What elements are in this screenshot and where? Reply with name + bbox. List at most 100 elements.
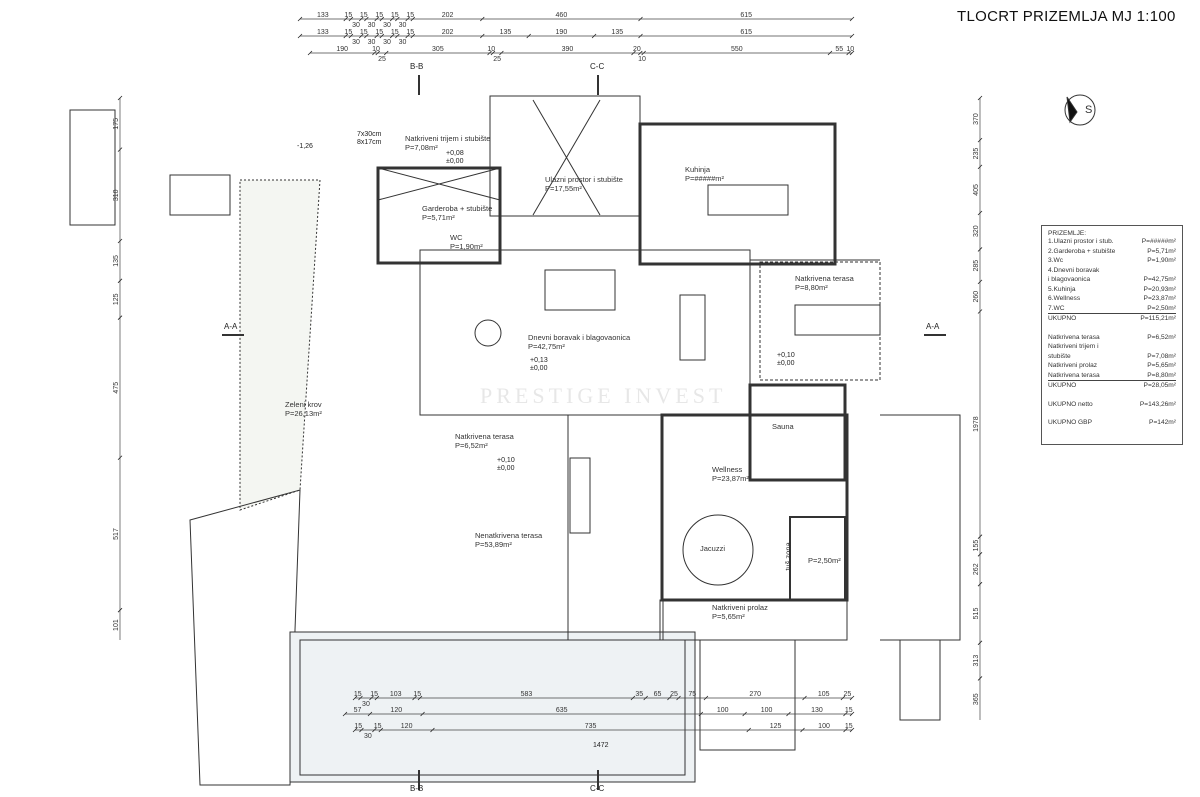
legend-label: 2.Garderoba + stubište	[1048, 247, 1116, 255]
legend-label: UKUPNO	[1048, 382, 1077, 389]
dimension-label: 75	[688, 691, 696, 698]
dimension-label: 15	[413, 691, 421, 698]
dimension-label: 583	[521, 691, 533, 698]
green-roof	[239, 179, 321, 511]
room-label-wc2: P=2,50m²	[808, 556, 841, 565]
dimension-label: 30	[399, 22, 407, 29]
dimension-label: 30	[368, 39, 376, 46]
watermark: PRESTIGE INVEST	[480, 383, 727, 408]
legend-label: Natkrivena terasa	[1048, 371, 1100, 379]
dimension-label: 260	[973, 291, 980, 303]
dimension-label: 35	[635, 691, 643, 698]
dimension-label: 550	[731, 46, 743, 53]
dimension-label: 100	[717, 707, 729, 714]
legend-value: P=115,21m²	[1140, 315, 1176, 322]
legend-value: P=42,75m²	[1143, 276, 1176, 283]
level-mark: -1,26	[297, 143, 313, 150]
dimension-label: 460	[556, 12, 568, 19]
dimension-label: 30	[383, 22, 391, 29]
room-label-sauna: Sauna	[772, 422, 794, 431]
north-label: S	[1085, 104, 1093, 116]
dimension-label: 15	[344, 29, 352, 36]
legend-label: 6.Wellness	[1048, 295, 1081, 302]
legend-value: P=142m²	[1149, 419, 1176, 426]
dimension-label: 130	[811, 707, 823, 714]
dimension-label: 190	[556, 29, 568, 36]
dimension-label: 202	[442, 12, 454, 19]
dimension-label: 30	[362, 701, 370, 708]
sofa	[544, 269, 616, 311]
room-label-shower-zone: tuš zona	[783, 542, 793, 571]
dimension-label: 65	[654, 691, 662, 698]
legend-label: 4.Dnevni boravak	[1048, 266, 1100, 274]
dining-table	[679, 294, 706, 361]
section-c-top: C-C	[590, 62, 605, 71]
dimension-label: 370	[973, 113, 980, 125]
legend-value: P=1,90m²	[1147, 257, 1176, 264]
dimension-label: 120	[401, 723, 413, 730]
dimension-label: 100	[818, 723, 830, 730]
legend-label: Natkriveni prolaz	[1048, 362, 1098, 369]
legend-row: 2.Garderoba + stubište P=5,71m²	[1048, 247, 1176, 257]
dimension-label: 125	[113, 293, 120, 305]
dimension-label: 125	[770, 723, 782, 730]
dimension-label: 475	[113, 382, 120, 394]
entrance-walls	[489, 95, 641, 217]
section-a-left: A-A	[224, 322, 238, 331]
dimension-label: 30	[383, 39, 391, 46]
section-b-bottom: B-B	[410, 784, 424, 793]
dimension-label: 20	[633, 46, 641, 53]
dimension-label: 25	[493, 56, 501, 63]
dimension-label: 15	[360, 29, 368, 36]
legend-row: Natkriveni trijem i	[1048, 342, 1176, 352]
pool	[289, 631, 696, 783]
dimension-label: 15	[374, 723, 382, 730]
dimension-label: 190	[336, 46, 348, 53]
dimension-label: 15	[391, 12, 399, 19]
dimension-label: 101	[113, 619, 120, 631]
dimension-label: 202	[442, 29, 454, 36]
legend-value: P=143,26m²	[1139, 400, 1176, 408]
dimension-label: 105	[818, 691, 830, 698]
outside-stair	[69, 109, 116, 226]
north-arrow	[1064, 94, 1096, 126]
dimension-label: 270	[749, 691, 761, 698]
dimension-label: 30	[364, 733, 372, 740]
dimension-label: 55	[835, 46, 843, 53]
outdoor-table	[569, 457, 591, 534]
dimension-label: 15	[391, 29, 399, 36]
wellness-walls	[660, 413, 849, 602]
dimension-label: 235	[973, 148, 980, 160]
legend-label: i blagovaonica	[1048, 276, 1091, 283]
dimension-label: 30	[352, 39, 360, 46]
legend-value: P=5,71m²	[1147, 247, 1176, 255]
legend-label: 1.Ulazni prostor i stub.	[1048, 238, 1114, 245]
kitchen-walls	[638, 122, 837, 266]
dimension-label: 135	[611, 29, 623, 36]
level-mark: +0,08±0,00	[446, 150, 464, 165]
legend-label: 5.Kuhinja	[1048, 285, 1076, 293]
area-legend: PRIZEMLJE: 1.Ulazni prostor i stub.P=###…	[1041, 225, 1183, 445]
terrace-table	[794, 304, 881, 336]
dimension-label: 1978	[973, 416, 980, 432]
dimension-label: 120	[390, 707, 402, 714]
dimension-label: 30	[399, 39, 407, 46]
dimension-label: 15	[354, 723, 362, 730]
dimension-label: 15	[360, 12, 368, 19]
dimension-label: 10	[487, 46, 495, 53]
dimension-label: 133	[317, 29, 329, 36]
dimension-label: 103	[390, 691, 402, 698]
section-c-bottom: C-C	[590, 784, 605, 793]
kitchen-island	[707, 184, 789, 216]
site-boundary	[189, 489, 301, 786]
dimension-label: 310	[113, 189, 120, 201]
